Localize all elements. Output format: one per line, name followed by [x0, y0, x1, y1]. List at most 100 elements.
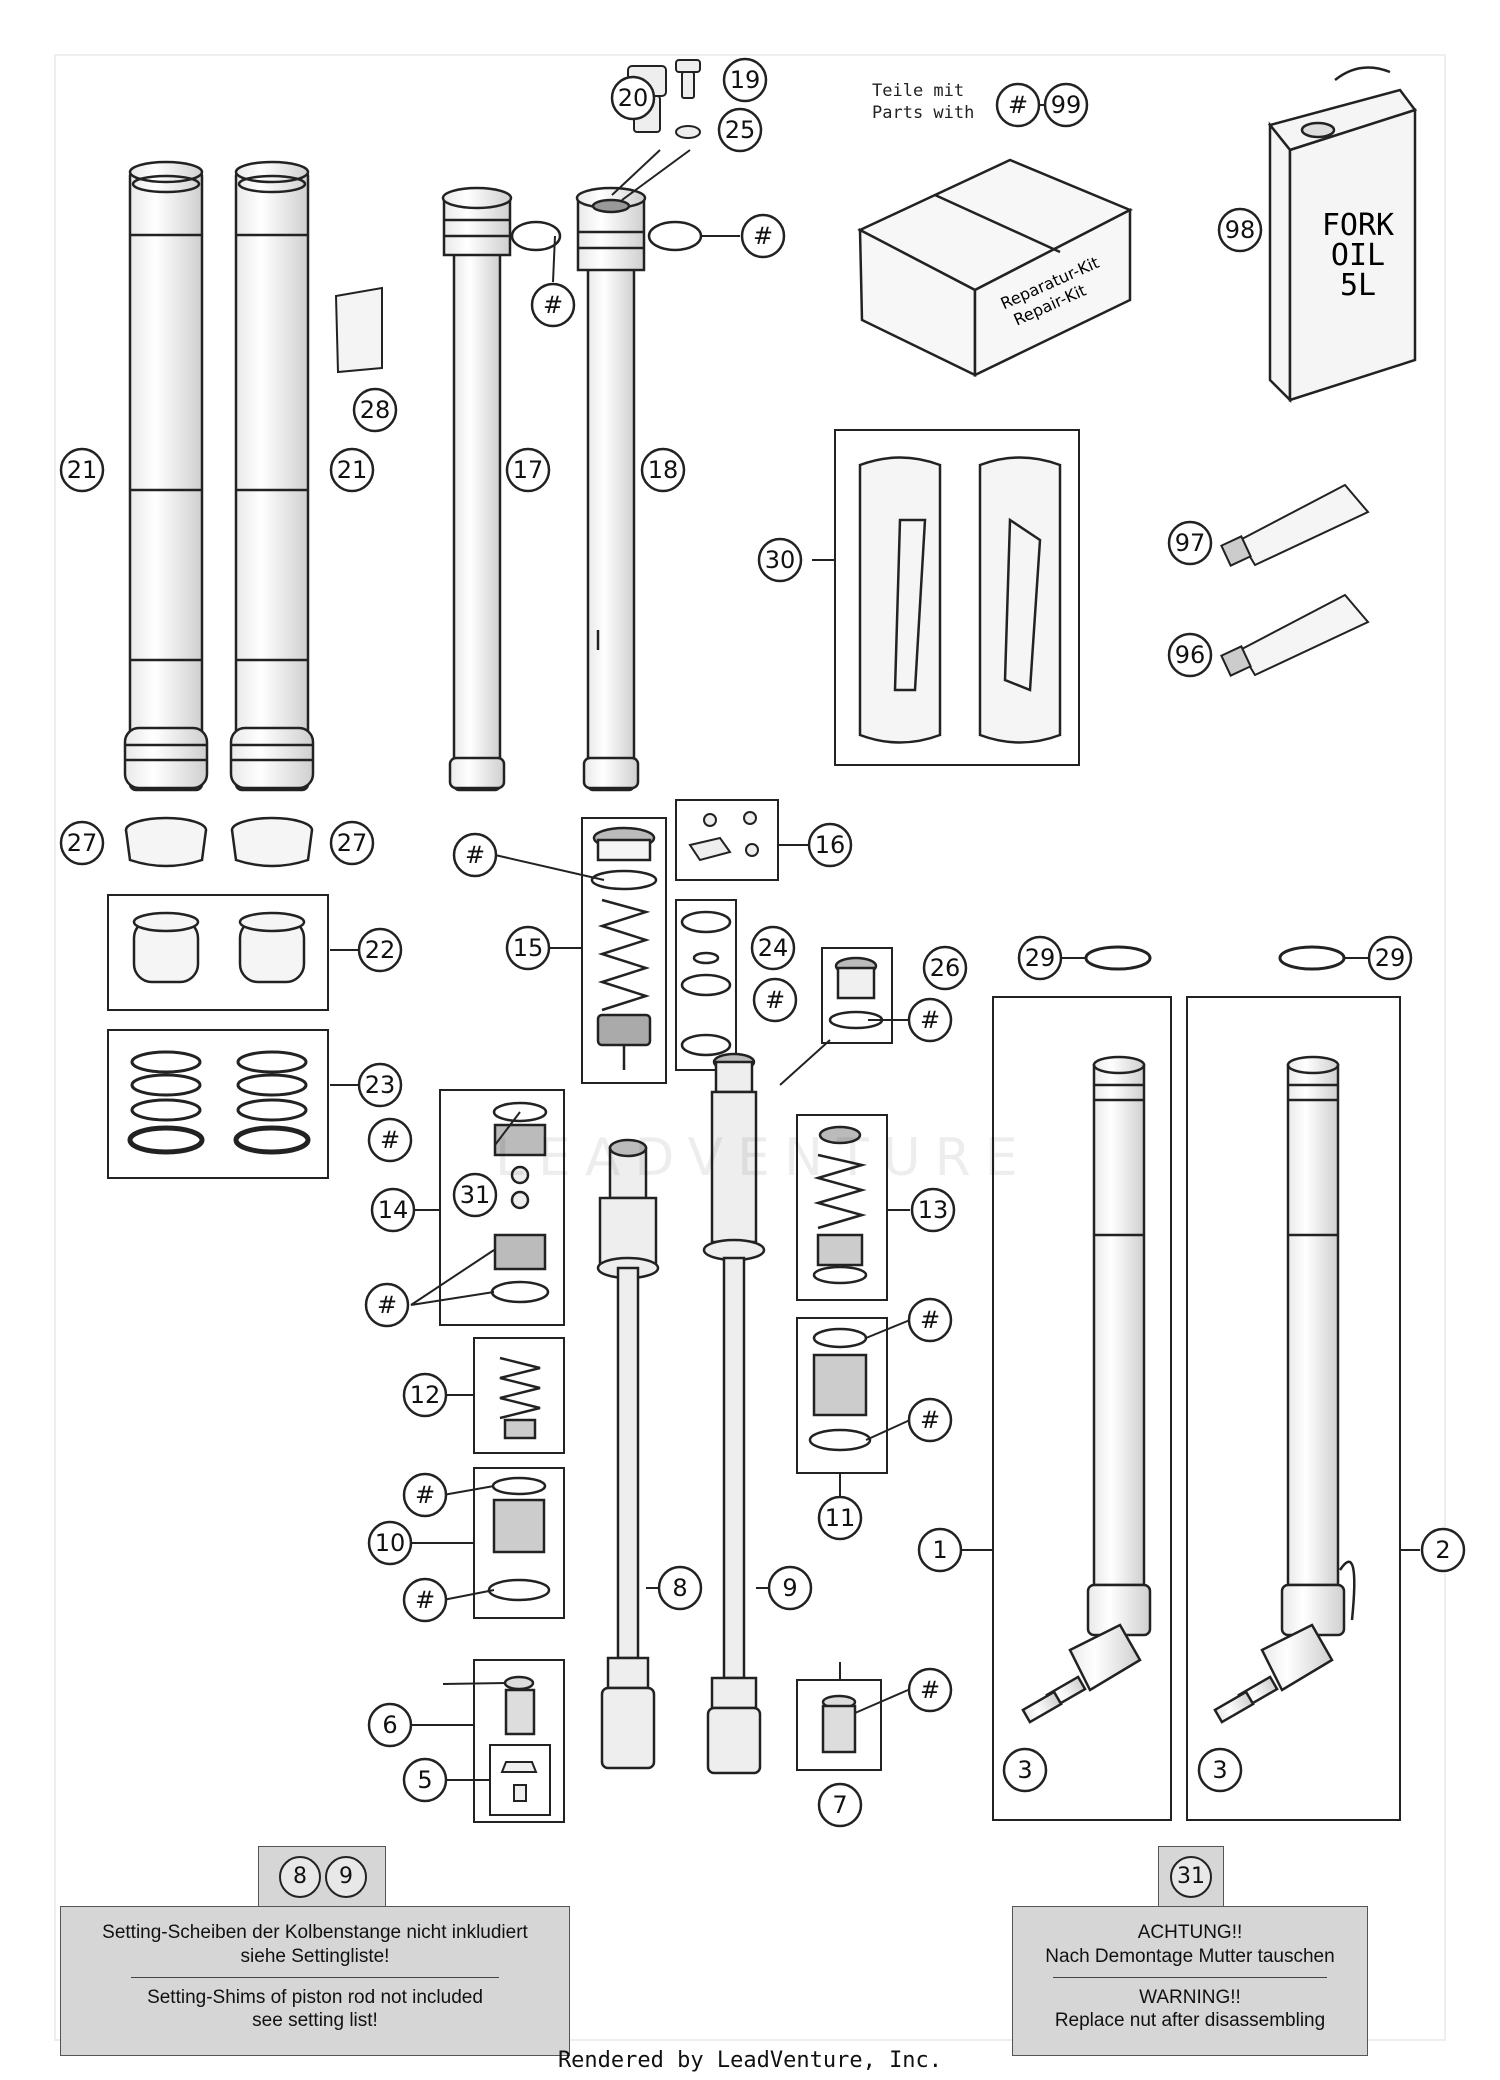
callout-label: 15 [513, 934, 544, 962]
callout-circle [402, 1372, 448, 1418]
callout-31: 31 [452, 1172, 498, 1218]
spring-assembly-15 [590, 826, 658, 1070]
cartridge-tube-18 [575, 186, 647, 792]
frame-11 [796, 1317, 888, 1474]
callout-circle [505, 925, 551, 971]
callout-9: 9 [767, 1565, 813, 1611]
callout-label: # [543, 291, 563, 319]
callout-circle [1002, 1747, 1048, 1793]
fork-leg-1 [1021, 1055, 1152, 1724]
callout-label: 13 [918, 1196, 949, 1224]
callout-hash: # [364, 1282, 410, 1328]
callout-label: # [377, 1291, 397, 1319]
note-left-box: Setting-Scheiben der Kolbenstange nicht … [60, 1906, 570, 2056]
callout-27: 27 [59, 820, 105, 866]
callout-24: 24 [750, 925, 796, 971]
callout-label: 25 [725, 116, 756, 144]
outer-tube-21-right [229, 160, 315, 792]
repair-kit-box [857, 158, 1133, 377]
callout-circle [907, 1397, 953, 1443]
parts-note-line2: Parts with [872, 103, 975, 124]
callout-circle [402, 1577, 448, 1623]
callout-96: 96 [1167, 632, 1213, 678]
callout-label: 7 [832, 1791, 847, 1819]
note-left-tag-box: 8 9 [258, 1846, 386, 1908]
callout-circle [817, 1495, 863, 1541]
frame-26 [821, 947, 893, 1044]
callout-label: # [380, 1126, 400, 1154]
callout-circle [740, 213, 786, 259]
valve-6 [503, 1675, 536, 1736]
note-left-line2: siehe Settingliste! [240, 1945, 390, 1967]
valve-7 [821, 1694, 857, 1754]
footer-credit: Rendered by LeadVenture, Inc. [557, 2048, 943, 2073]
note-left-line4: see setting list! [252, 2010, 378, 2032]
callout-label: 20 [618, 84, 649, 112]
callout-label: # [753, 222, 773, 250]
callout-label: 3 [1212, 1756, 1227, 1784]
callout-circle [757, 537, 803, 583]
guide-ring-27-left [124, 816, 208, 868]
callout-label: 5 [417, 1766, 432, 1794]
rings-24 [680, 910, 732, 1057]
callout-circle [752, 977, 798, 1023]
callout-28: 28 [352, 387, 398, 433]
piston-rod-9 [702, 1052, 766, 1775]
callout-circle [717, 107, 763, 153]
fork-sticker-30 [858, 456, 1062, 744]
callout-circle [907, 1297, 953, 1343]
callout-circle [402, 1472, 448, 1518]
seal-frame-23 [107, 1029, 329, 1179]
clamp-kit-16 [688, 811, 759, 862]
callout-label: 3 [1017, 1756, 1032, 1784]
callout-label: # [415, 1481, 435, 1509]
callout-label: 24 [758, 934, 789, 962]
callout-hash: # [452, 832, 498, 878]
callout-20: 20 [610, 75, 656, 121]
callout-21: 21 [329, 447, 375, 493]
frame-15 [581, 817, 667, 1084]
parts-note-line1: Teile mit [872, 81, 965, 101]
callout-label: # [920, 1676, 940, 1704]
callout-circle [357, 927, 403, 973]
grease-tube-96 [1220, 593, 1370, 677]
callout-hash: # [740, 213, 786, 259]
callout-circle [370, 1187, 416, 1233]
callout-3: 3 [1002, 1747, 1048, 1793]
callout-label: 16 [815, 831, 846, 859]
callout-circle [329, 820, 375, 866]
callout-21: 21 [59, 447, 105, 493]
callout-label: 29 [1375, 944, 1406, 972]
callout-label: # [415, 1586, 435, 1614]
callout-19: 19 [722, 57, 768, 103]
callout-label: # [765, 986, 785, 1014]
callout-hash: # [995, 82, 1041, 128]
callout-label: 28 [360, 396, 391, 424]
callout-circle [402, 1757, 448, 1803]
callout-label: 6 [382, 1711, 397, 1739]
piston-rod-8 [596, 1138, 660, 1770]
note-right-line2: Nach Demontage Mutter tauschen [1045, 1945, 1335, 1967]
oil-can-line2: OIL [1331, 238, 1385, 273]
note-right-box: ACHTUNG!! Nach Demontage Mutter tauschen… [1012, 1906, 1368, 2056]
note-right-line4: Replace nut after disassembling [1054, 2010, 1326, 2032]
callout-circle [995, 82, 1041, 128]
fork-oil-can [1267, 66, 1418, 404]
callout-8: 8 [657, 1565, 703, 1611]
valve-26 [828, 956, 884, 1030]
part-5 [500, 1761, 538, 1802]
callout-29: 29 [1017, 935, 1063, 981]
sticker-frame-30 [834, 429, 1080, 766]
note-right-line1: ACHTUNG!! [1137, 1922, 1243, 1943]
o-ring-29-left [1084, 945, 1152, 971]
bushing-22 [132, 911, 306, 984]
callout-circle [807, 822, 853, 868]
note-right-tag-31: 31 [1170, 1856, 1212, 1898]
callout-label: 1 [932, 1536, 947, 1564]
callout-circle [910, 1187, 956, 1233]
cartridge-tube-17 [441, 186, 513, 792]
callout-circle [1167, 632, 1213, 678]
grease-tube-97 [1220, 483, 1370, 567]
